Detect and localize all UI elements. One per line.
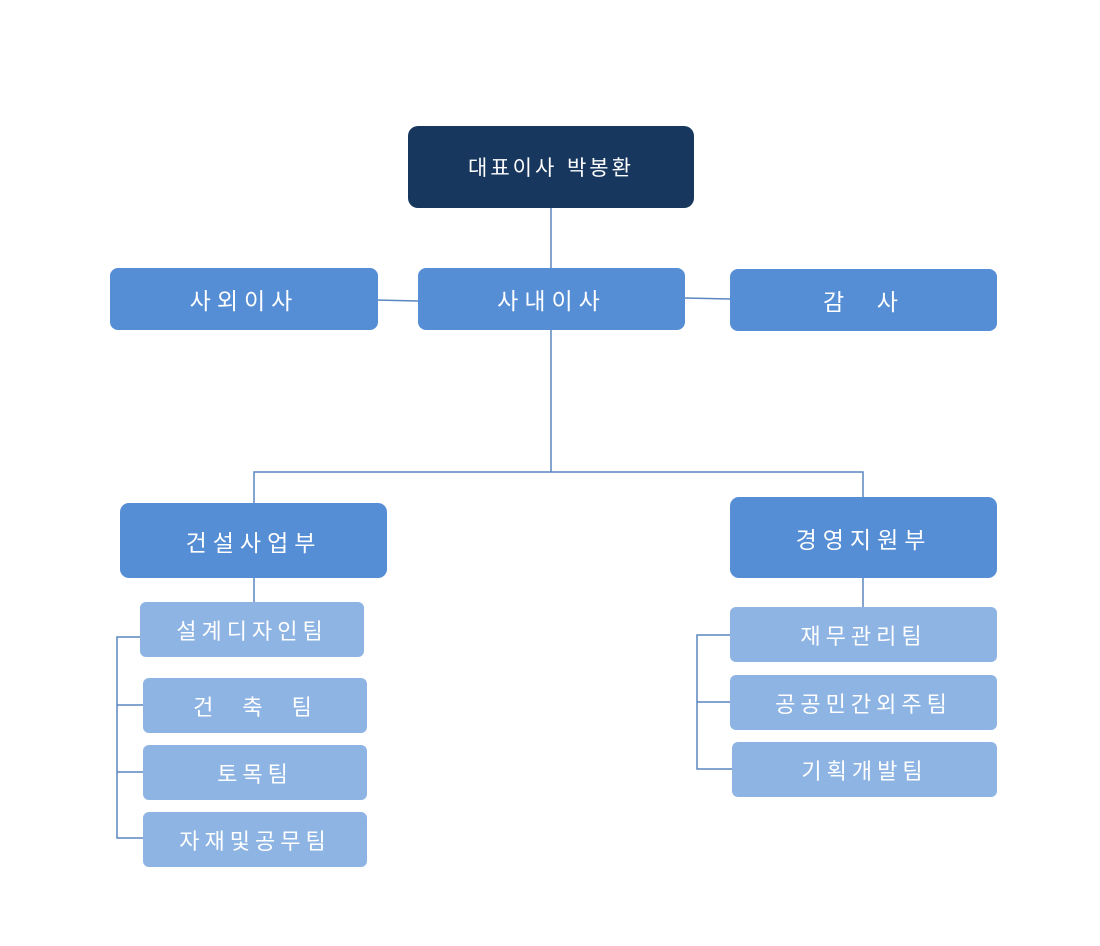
connector-department-bus — [253, 471, 864, 503]
team-label: 자재및공무팀 — [179, 829, 331, 855]
team-label: 재무관리팀 — [800, 624, 927, 650]
construction-department-label: 건설사업부 — [185, 530, 322, 557]
ceo-label: 대표이사 박봉환 — [468, 156, 634, 180]
management-department-label: 경영지원부 — [795, 527, 932, 554]
team-label: 기획개발팀 — [801, 759, 928, 785]
team-architecture: 건 축 팀 — [143, 678, 367, 733]
auditor-box: 감 사 — [730, 269, 997, 331]
inside-director-box: 사내이사 — [418, 268, 685, 330]
inside-director-label: 사내이사 — [497, 289, 606, 315]
team-label: 토목팀 — [217, 762, 293, 788]
outside-director-box: 사외이사 — [110, 268, 378, 330]
team-planning: 기획개발팀 — [732, 742, 997, 797]
construction-department-box: 건설사업부 — [120, 503, 387, 578]
connector-construction-teams — [116, 636, 143, 839]
team-label: 건 축 팀 — [193, 695, 317, 721]
team-label: 설계디자인팀 — [176, 619, 328, 645]
team-materials: 자재및공무팀 — [143, 812, 367, 867]
auditor-label: 감 사 — [823, 290, 904, 316]
team-outsourcing: 공공민간외주팀 — [730, 675, 997, 730]
connector-outside-director — [376, 299, 419, 302]
team-civil: 토목팀 — [143, 745, 367, 800]
team-design: 설계디자인팀 — [140, 602, 364, 657]
management-department-box: 경영지원부 — [730, 497, 997, 578]
team-finance: 재무관리팀 — [730, 607, 997, 662]
outside-director-label: 사외이사 — [189, 289, 299, 315]
connector-auditor — [684, 297, 731, 300]
ceo-box: 대표이사 박봉환 — [408, 126, 694, 208]
team-label: 공공민간외주팀 — [775, 692, 952, 718]
